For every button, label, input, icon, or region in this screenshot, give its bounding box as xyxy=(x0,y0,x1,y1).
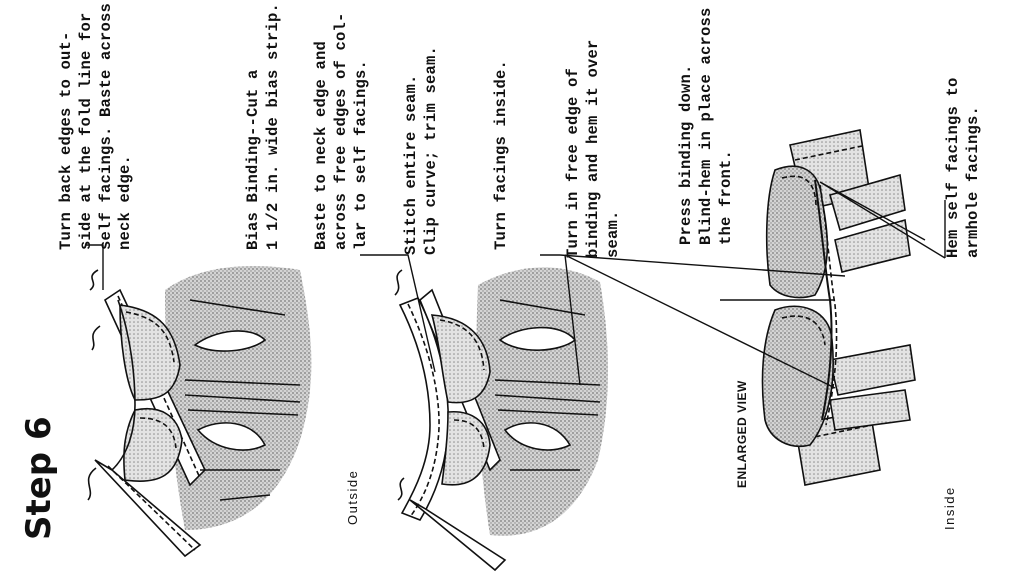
lapel-bottom xyxy=(762,306,833,446)
label-outside: Outside xyxy=(345,470,362,525)
instr-line: neck edge. xyxy=(116,155,134,250)
instr-line: armhole facings. xyxy=(964,106,982,258)
instr-line: self facings. Baste across xyxy=(97,3,115,250)
instr-line: Baste to neck edge and xyxy=(312,41,330,250)
label-inside: Inside xyxy=(942,486,959,530)
instr-line: Bias Binding--Cut a xyxy=(244,69,262,250)
instr-line: seam. xyxy=(604,210,622,258)
instr-line: Blind-hem in place across xyxy=(697,7,715,245)
instruction-turn-free-edge: Turn in free edge of binding and hem it … xyxy=(564,39,623,258)
instr-line: across free edges of col- xyxy=(332,12,350,250)
instr-line: binding and hem it over xyxy=(584,39,602,258)
instr-line: Turn in free edge of xyxy=(564,68,582,258)
instr-line: Stitch entire seam. xyxy=(402,74,420,255)
instruction-press-binding: Press binding down. Blind-hem in place a… xyxy=(677,7,736,245)
instr-line: lar to self facings. xyxy=(352,60,370,250)
instr-line: Hem self facings to xyxy=(944,77,962,258)
lapel-top xyxy=(767,166,828,297)
figure-outside xyxy=(88,266,311,556)
figure-middle xyxy=(395,267,608,570)
instr-line: Turn facings inside. xyxy=(492,60,510,250)
figure-enlarged xyxy=(762,130,915,485)
instr-line: the front. xyxy=(717,150,735,245)
instr-line: Clip curve; trim seam. xyxy=(422,46,440,255)
instr-line: Press binding down. xyxy=(677,64,695,245)
step-title: Step 6 xyxy=(22,416,56,540)
instruction-baste-neck: Baste to neck edge and across free edges… xyxy=(312,12,371,250)
instruction-hem-self: Hem self facings to armhole facings. xyxy=(944,77,984,258)
instr-line: 1 1/2 in. wide bias strip. xyxy=(264,3,282,250)
label-enlarged-view: ENLARGED VIEW xyxy=(735,380,750,488)
instruction-stitch-seam: Stitch entire seam. Clip curve; trim sea… xyxy=(402,46,442,255)
instr-line: side at the fold line for xyxy=(77,12,95,250)
instruction-bias-binding: Bias Binding--Cut a 1 1/2 in. wide bias … xyxy=(244,3,284,250)
instr-line: Turn back edges to out- xyxy=(57,31,75,250)
instruction-turn-facings: Turn facings inside. xyxy=(492,60,512,250)
instruction-turn-back: Turn back edges to out- side at the fold… xyxy=(57,3,136,250)
